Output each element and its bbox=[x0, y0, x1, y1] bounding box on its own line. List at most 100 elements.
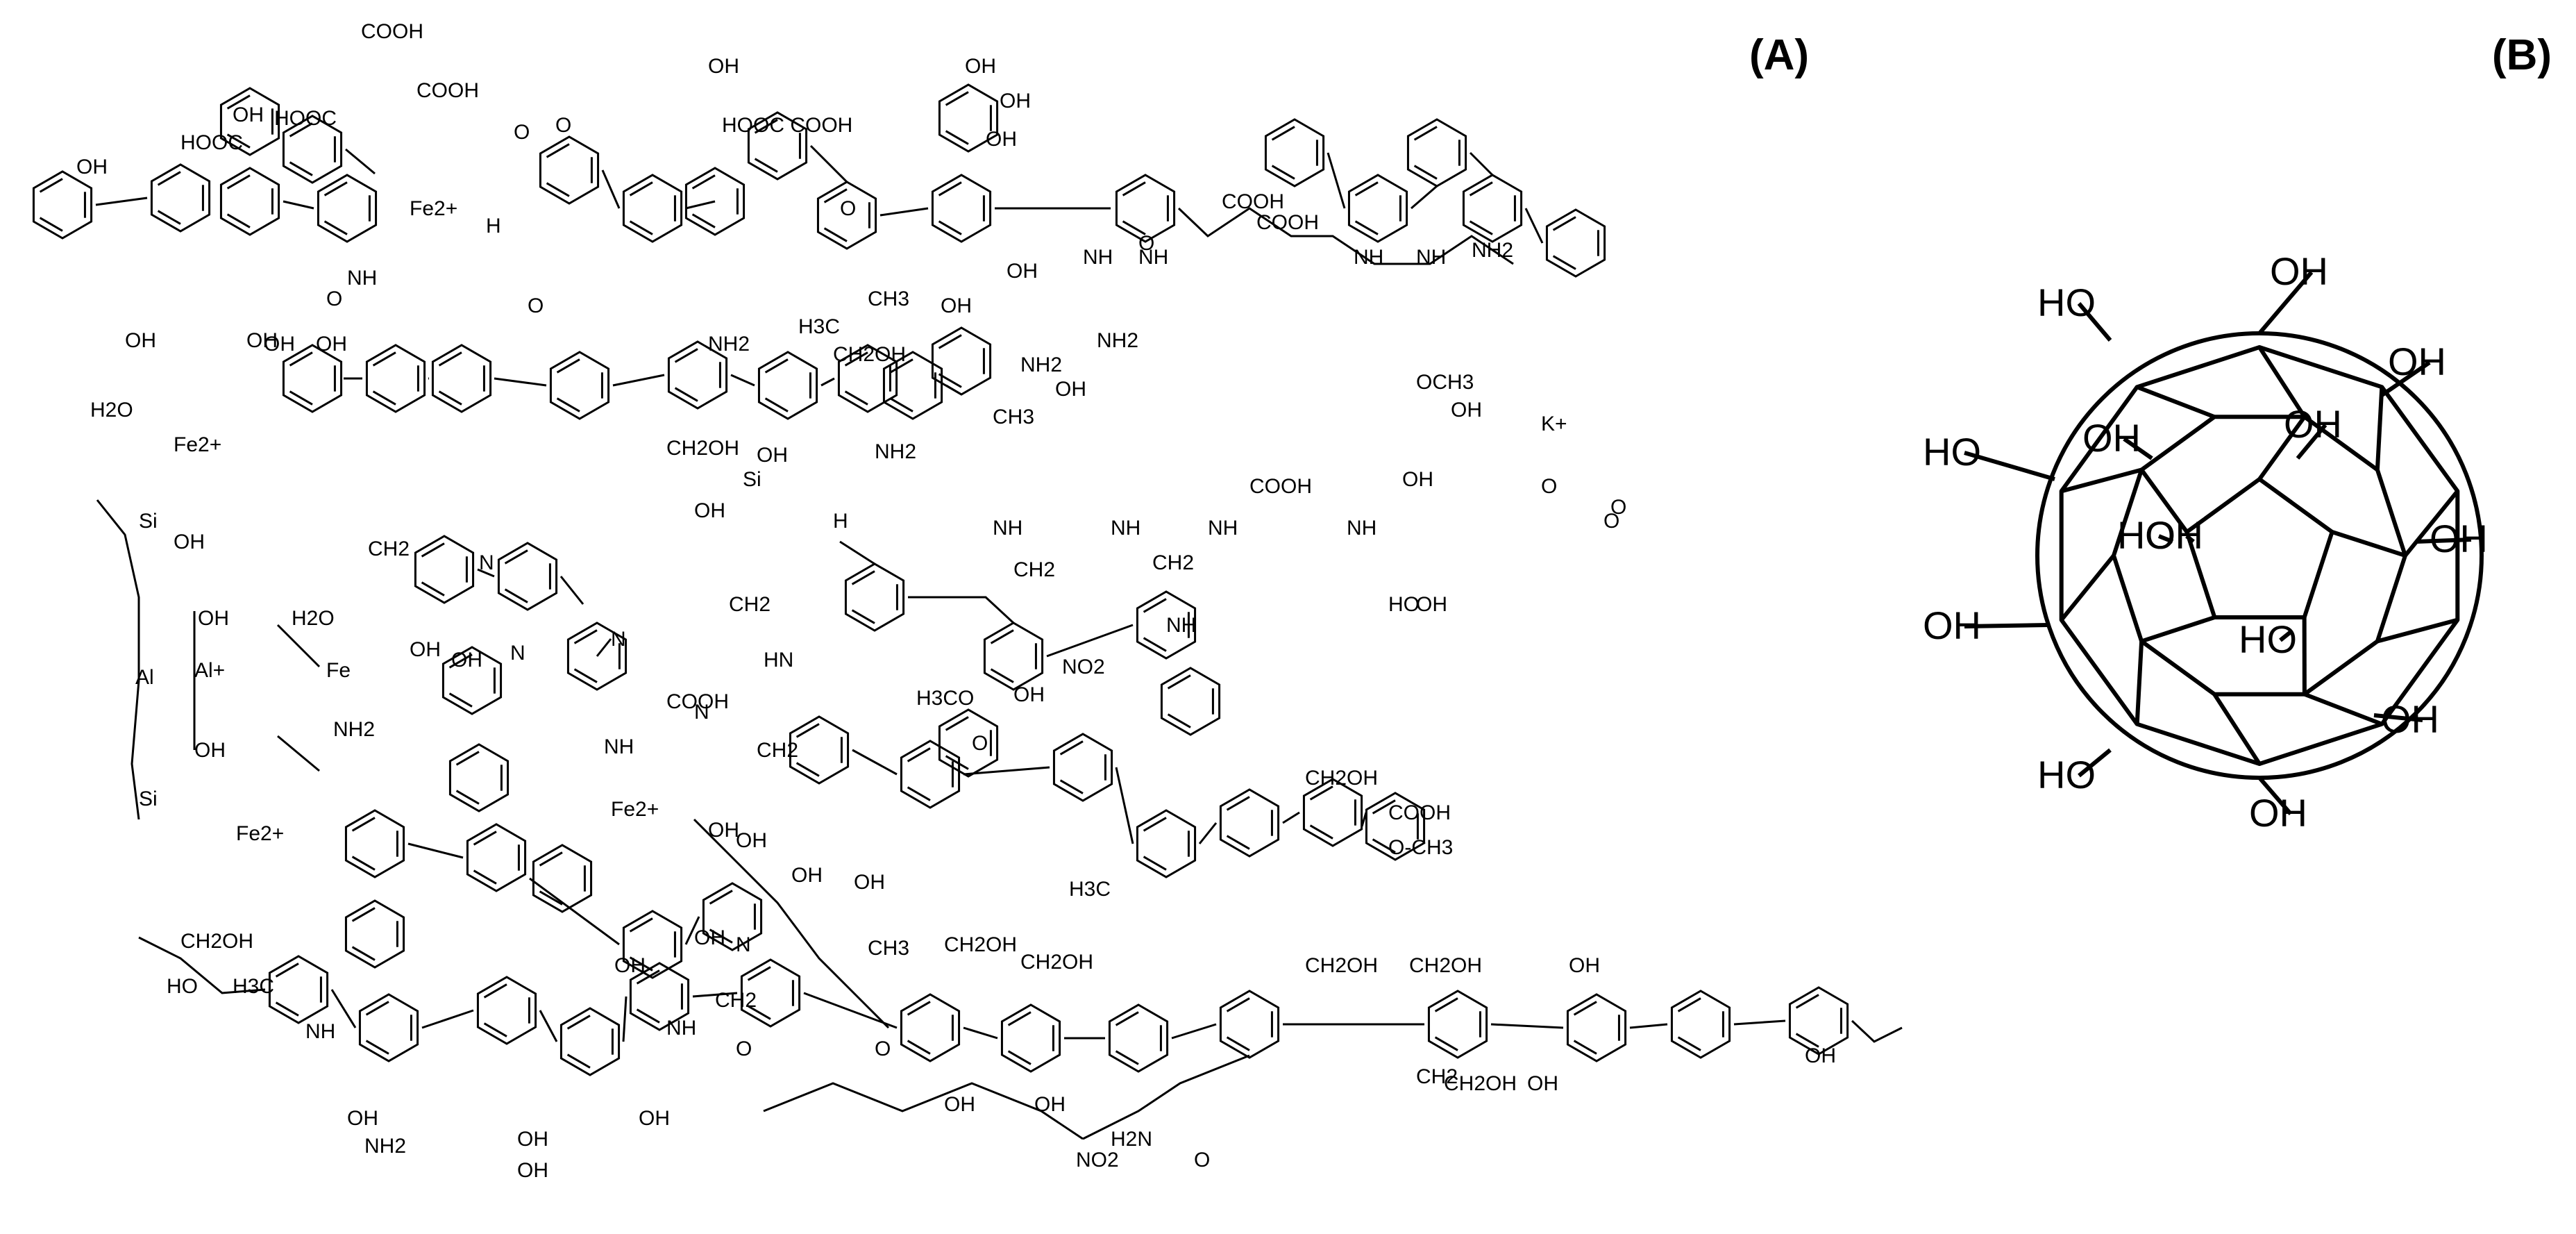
atom-label: H2N bbox=[1111, 1128, 1152, 1151]
double-bond bbox=[566, 1053, 591, 1069]
double-bond bbox=[844, 390, 868, 406]
benzene-ring bbox=[549, 351, 610, 420]
double-bond bbox=[539, 851, 563, 867]
hydroxyl-label: OH bbox=[2388, 340, 2446, 383]
benzene-ring bbox=[622, 910, 683, 979]
hydroxyl-label: OH bbox=[2381, 697, 2439, 741]
atom-label: HO bbox=[167, 975, 198, 998]
double-bond bbox=[747, 1005, 771, 1020]
double-bond bbox=[226, 133, 251, 149]
atom-label: CH2OH bbox=[1020, 951, 1093, 974]
double-bond bbox=[1115, 1011, 1139, 1026]
atom-label: OH bbox=[125, 329, 156, 352]
double-bond bbox=[1143, 637, 1167, 652]
benzene-ring bbox=[532, 844, 593, 913]
double-bond bbox=[1226, 835, 1250, 850]
atom-label: OH bbox=[694, 926, 725, 949]
hydroxyl-label: OH bbox=[2430, 517, 2488, 560]
hydroxyl-bond bbox=[2257, 271, 2314, 335]
atom-label: CH2 bbox=[715, 989, 757, 1012]
hydroxyl-label: OH bbox=[2145, 513, 2203, 557]
atom-label: OH bbox=[1451, 399, 1482, 422]
benzene-ring bbox=[150, 163, 211, 233]
double-bond bbox=[226, 174, 251, 190]
atom-label: Fe2+ bbox=[410, 197, 457, 220]
double-bond bbox=[938, 373, 962, 388]
atom-label: OH bbox=[1034, 1093, 1066, 1116]
chain-bond bbox=[276, 624, 321, 668]
atom-label: OH bbox=[76, 156, 108, 178]
double-bond bbox=[691, 174, 716, 190]
double-bond bbox=[448, 692, 473, 708]
double-bond bbox=[275, 962, 299, 978]
double-bond bbox=[1413, 126, 1438, 141]
atom-label: N bbox=[736, 933, 751, 956]
double-bond bbox=[907, 1001, 931, 1016]
chain-bond bbox=[1733, 1019, 1786, 1026]
atom-label: NH2 bbox=[875, 440, 916, 463]
atom-label: Si bbox=[743, 468, 761, 491]
fullerene-bond bbox=[2060, 467, 2142, 494]
atom-label: CH2 bbox=[729, 593, 771, 616]
benzene-ring bbox=[757, 351, 818, 420]
chain-bond bbox=[1177, 207, 1514, 265]
hydroxyl-label: HO bbox=[1923, 430, 1981, 474]
atom-label: Fe2+ bbox=[174, 433, 221, 456]
chain-bond bbox=[477, 568, 495, 578]
benzene-ring bbox=[684, 167, 746, 236]
hydroxyl-bond bbox=[2279, 630, 2292, 642]
atom-label: OH bbox=[451, 649, 482, 672]
double-bond bbox=[1226, 796, 1250, 811]
double-bond bbox=[556, 397, 580, 412]
atom-label: NH2 bbox=[333, 718, 375, 741]
double-bond bbox=[289, 161, 313, 176]
benzene-ring bbox=[931, 326, 992, 396]
chain-bond bbox=[763, 1082, 1084, 1140]
double-bond bbox=[1122, 181, 1146, 197]
benzene-ring bbox=[1052, 733, 1113, 802]
atom-label: O bbox=[1603, 510, 1619, 533]
chain-bond bbox=[601, 169, 621, 209]
atom-label: O bbox=[514, 121, 530, 144]
hydroxyl-bond bbox=[2373, 713, 2423, 722]
atom-label: OH bbox=[1402, 468, 1433, 491]
benzene-ring bbox=[1264, 118, 1325, 187]
atom-label: OH bbox=[1416, 593, 1447, 616]
hydroxyl-bond bbox=[2123, 437, 2153, 460]
atom-label: O bbox=[1138, 232, 1154, 255]
benzene-ring bbox=[1136, 590, 1197, 660]
double-bond bbox=[945, 716, 969, 731]
double-bond bbox=[1677, 997, 1701, 1012]
atom-label: OH bbox=[174, 531, 205, 553]
atom-label: OH bbox=[941, 294, 972, 317]
atom-label: CH2 bbox=[1013, 558, 1055, 581]
atom-label: OH bbox=[1013, 683, 1045, 706]
double-bond bbox=[157, 210, 181, 225]
double-bond bbox=[823, 188, 848, 203]
double-bond bbox=[351, 817, 376, 832]
benzene-ring bbox=[358, 993, 419, 1062]
benzene-ring bbox=[844, 562, 905, 632]
chain-bond bbox=[692, 992, 738, 998]
atom-label: CH2 bbox=[757, 739, 798, 762]
atom-label: OH bbox=[264, 333, 295, 356]
atom-label: OH bbox=[316, 333, 347, 356]
double-bond bbox=[573, 668, 598, 683]
atom-label: Al bbox=[135, 666, 154, 689]
atom-label: OH bbox=[1055, 378, 1086, 401]
atom-label: Fe2+ bbox=[236, 822, 284, 845]
atom-label: CH2 bbox=[1152, 551, 1194, 574]
atom-label: N bbox=[479, 551, 494, 574]
atom-label: HN bbox=[764, 649, 793, 672]
benzene-ring bbox=[1347, 174, 1408, 243]
double-bond bbox=[907, 786, 931, 801]
atom-label: OH bbox=[694, 499, 725, 522]
atom-label: O bbox=[528, 294, 544, 317]
double-bond bbox=[1167, 713, 1191, 728]
chain-bond bbox=[945, 384, 962, 396]
benzene-ring bbox=[431, 344, 492, 413]
benzene-ring bbox=[497, 542, 558, 611]
chain-bond bbox=[1115, 767, 1134, 844]
benzene-ring bbox=[1670, 990, 1731, 1059]
